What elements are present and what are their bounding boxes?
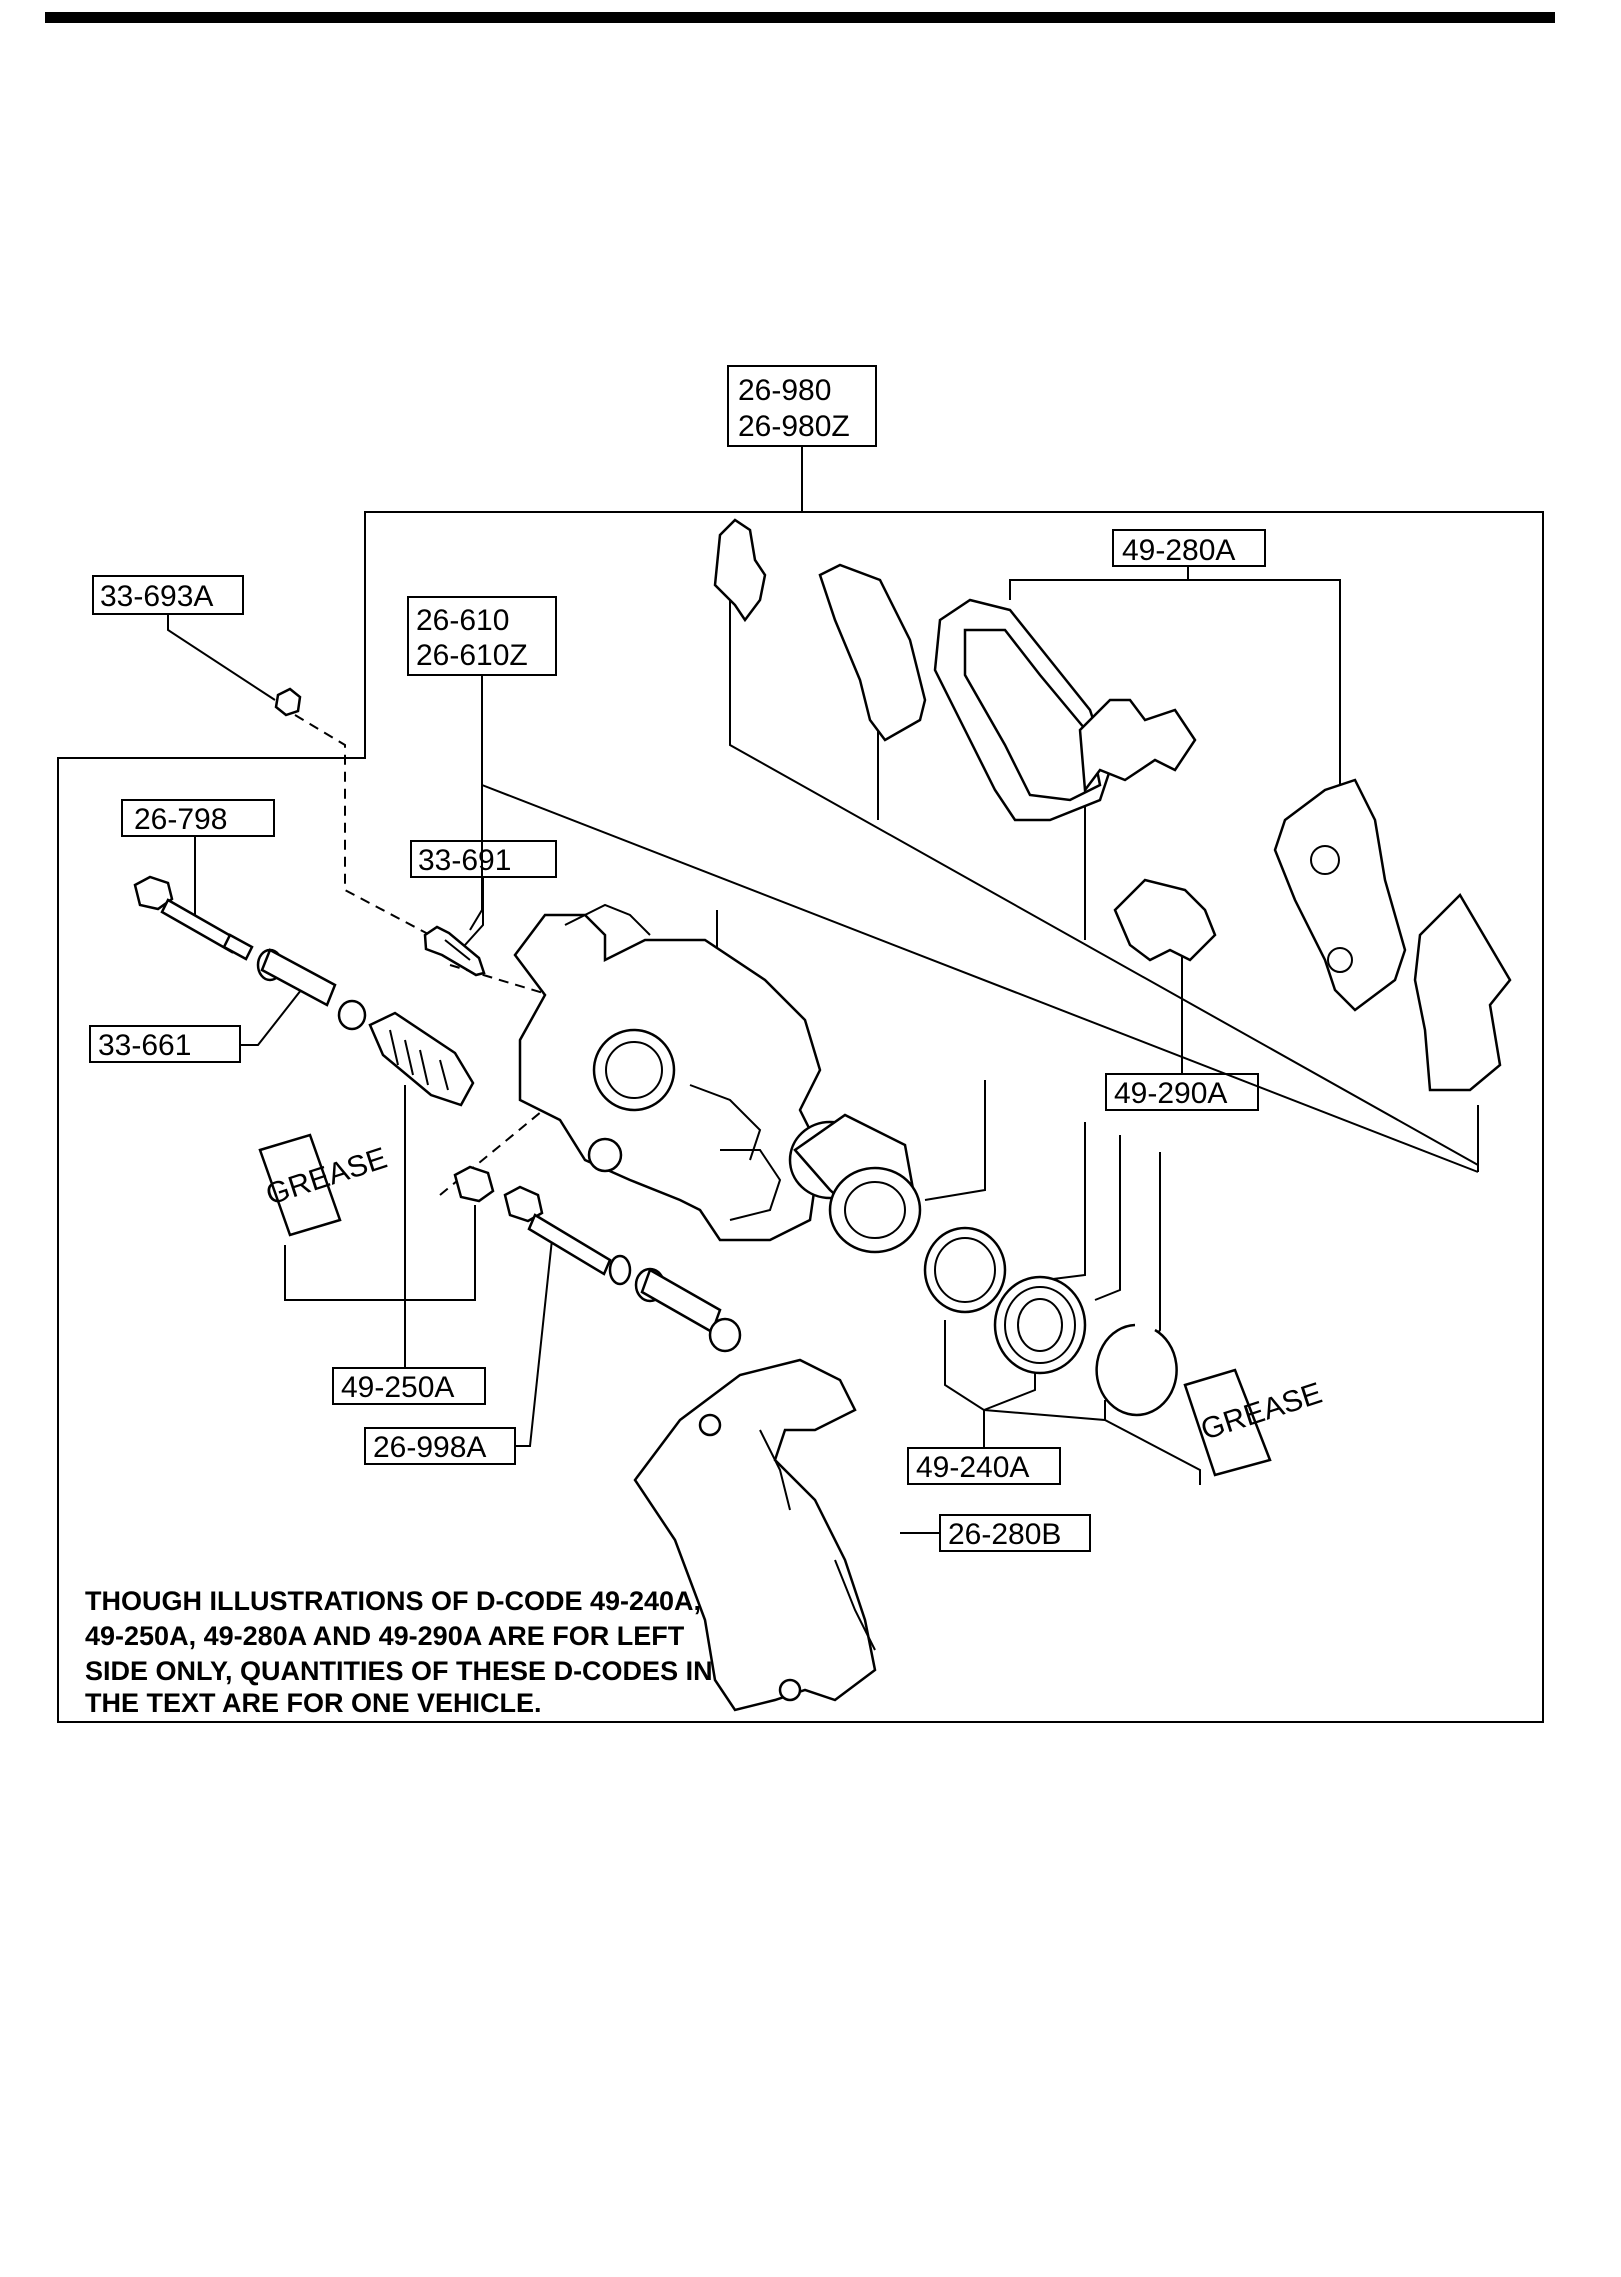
retaining-ring-part	[1095, 1323, 1178, 1417]
note-line-2: 49-250A, 49-280A AND 49-290A ARE FOR LEF…	[85, 1621, 685, 1651]
label-pad-set[interactable]: 49-280A	[1112, 529, 1266, 567]
label-sleeve[interactable]: 33-661	[89, 1025, 241, 1063]
dust-boot-part	[993, 1275, 1087, 1375]
note-line-1: THOUGH ILLUSTRATIONS OF D-CODE 49-240A,	[85, 1586, 701, 1616]
note-line-3: SIDE ONLY, QUANTITIES OF THESE D-CODES I…	[85, 1656, 713, 1686]
footnote: THOUGH ILLUSTRATIONS OF D-CODE 49-240A, …	[85, 1586, 713, 1718]
pad-spring-upper-part	[1078, 698, 1197, 794]
piston-seal-part	[923, 1226, 1007, 1314]
label-caliper-assy[interactable]: 26-980 26-980Z	[727, 365, 877, 447]
svg-text:49-250A: 49-250A	[341, 1371, 454, 1404]
guide-pin-part	[503, 1185, 632, 1286]
bleeder-cap-part	[274, 687, 302, 717]
label-shim-kit[interactable]: 49-290A	[1105, 1073, 1259, 1111]
label-bleeder-cap[interactable]: 33-693A	[92, 575, 244, 615]
brake-pad-inner-part	[933, 598, 1112, 822]
label-26-980: 26-980	[738, 374, 831, 407]
grease-packet-right-part: GREASE	[1183, 1368, 1326, 1477]
label-bleeder-screw[interactable]: 33-691	[410, 840, 557, 878]
svg-text:26-798: 26-798	[134, 803, 227, 836]
svg-text:26-610: 26-610	[416, 604, 509, 637]
piston-part	[788, 1113, 922, 1254]
assembly-frame	[57, 511, 1544, 1723]
svg-text:26-610Z: 26-610Z	[416, 639, 528, 672]
svg-text:26-998A: 26-998A	[373, 1431, 486, 1464]
label-boot-kit[interactable]: 49-250A	[332, 1367, 486, 1405]
mounting-support-part	[633, 1358, 877, 1712]
outer-shim-part	[713, 518, 767, 623]
svg-text:49-280A: 49-280A	[1122, 534, 1235, 567]
guide-bolt-part	[133, 875, 254, 961]
label-caliper-body[interactable]: 26-610 26-610Z	[407, 596, 557, 676]
svg-text:33-661: 33-661	[98, 1029, 191, 1062]
svg-text:49-240A: 49-240A	[916, 1451, 1029, 1484]
label-26-980z: 26-980Z	[738, 410, 850, 443]
small-boot-part	[453, 1165, 495, 1203]
label-guide-pin[interactable]: 26-998A	[364, 1427, 516, 1465]
brake-pad-outer-part	[1273, 778, 1407, 1012]
label-guide-bolt[interactable]: 26-798	[121, 799, 275, 837]
note-line-4: THE TEXT ARE FOR ONE VEHICLE.	[85, 1688, 542, 1718]
sleeve-2-part	[634, 1267, 742, 1353]
label-mounting-support[interactable]: 26-280B	[939, 1514, 1091, 1552]
svg-text:33-691: 33-691	[418, 844, 511, 877]
svg-text:33-693A: 33-693A	[100, 580, 213, 613]
pad-shim-right-part	[1413, 892, 1512, 1092]
pad-spring-lower-part	[1113, 878, 1217, 962]
sleeve-part	[256, 948, 367, 1031]
label-seal-kit[interactable]: 49-240A	[907, 1447, 1061, 1485]
header-rule	[45, 12, 1555, 23]
svg-text:49-290A: 49-290A	[1114, 1077, 1227, 1110]
caliper-body-part	[513, 903, 822, 1242]
svg-text:26-280B: 26-280B	[948, 1518, 1061, 1551]
pin-boot-part	[368, 1011, 475, 1107]
grease-packet-left-part: GREASE	[258, 1133, 391, 1237]
inner-shim-part	[818, 563, 927, 742]
bleeder-screw-part	[423, 925, 486, 977]
